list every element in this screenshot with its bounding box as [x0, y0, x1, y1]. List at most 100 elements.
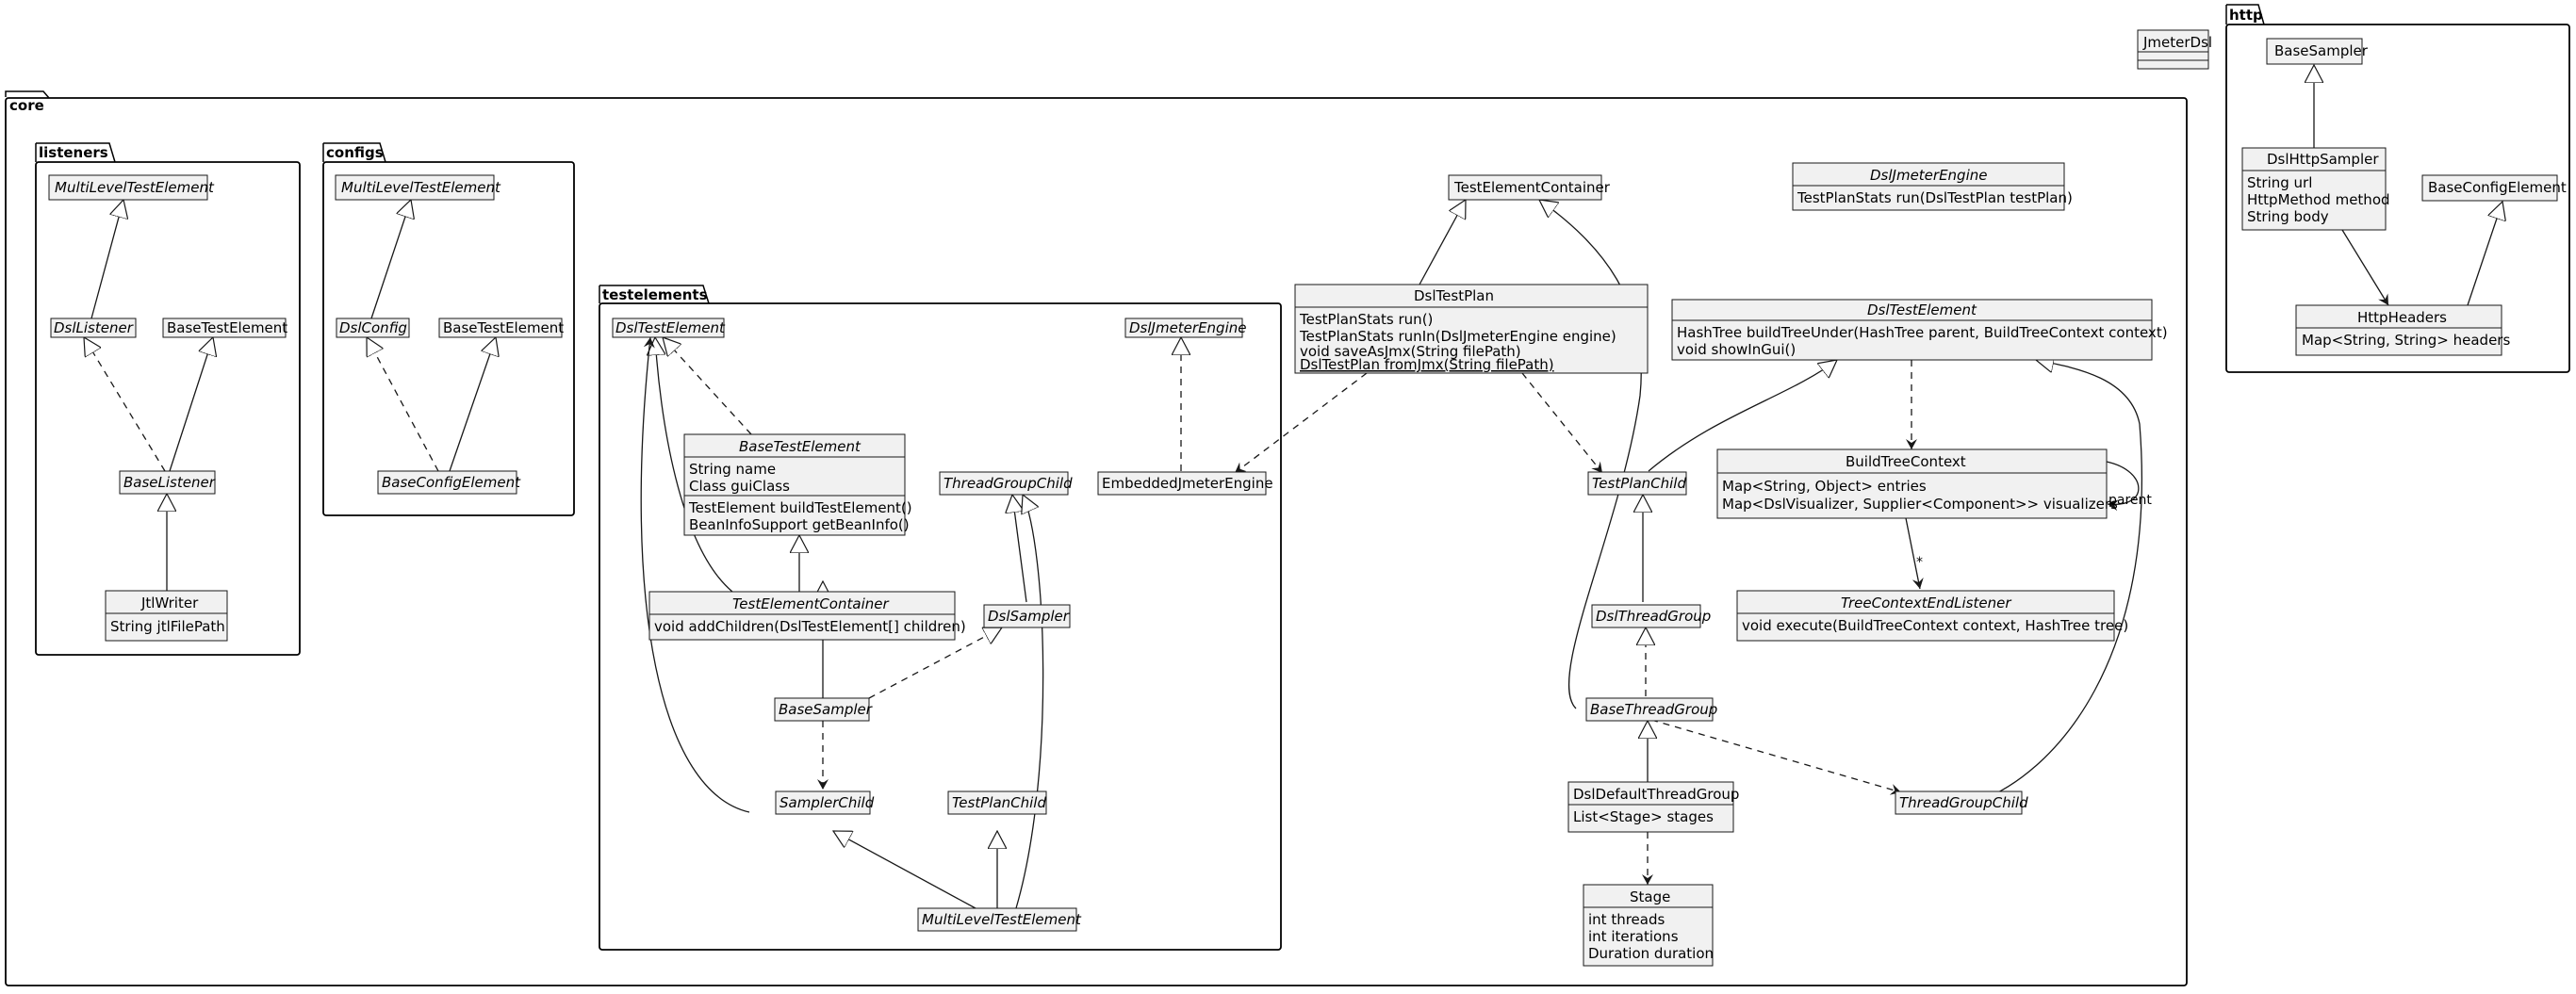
class-configs-multilevel[interactable]: MultiLevelTestElement [335, 174, 501, 201]
class-te-basesampler-name: BaseSampler [779, 701, 873, 718]
class-core-dsltestelement[interactable]: DslTestElement HashTree buildTreeUnder(H… [1671, 299, 2168, 361]
package-core: core [5, 90, 2188, 986]
package-testelements: testelements [599, 285, 1282, 951]
class-te-embeddedjmeterengine-name: EmbeddedJmeterEngine [1102, 475, 1273, 492]
edge-baselistener-dsllistener [84, 337, 166, 472]
class-core-testplanchild[interactable]: TestPlanChild [1587, 471, 1687, 496]
class-stage[interactable]: Stage int threads int iterations Duratio… [1583, 884, 1714, 967]
class-configs-baseconfigelement[interactable]: BaseConfigElement [377, 470, 521, 495]
class-core-testplanchild-name: TestPlanChild [1592, 475, 1686, 492]
class-dslconfig-name: DslConfig [339, 319, 407, 336]
class-http-basesampler[interactable]: BaseSampler [2266, 38, 2369, 65]
class-te-basetestelement-name: BaseTestElement [739, 438, 861, 455]
class-core-dsltestelement-member: HashTree buildTreeUnder(HashTree parent,… [1677, 324, 2168, 341]
class-te-dsljmeterengine[interactable]: DslJmeterEngine [1124, 318, 1246, 338]
class-dsltestplan-name: DslTestPlan [1414, 287, 1494, 304]
edge-dslconfig-multilevel [370, 200, 411, 319]
class-buildtreecontext-name: BuildTreeContext [1846, 453, 1966, 470]
class-dslhttpsampler-member: String url [2247, 174, 2312, 191]
edge-multilevel-samplerchild [833, 831, 976, 909]
edge-dsllistener-multilevel [90, 200, 123, 319]
edge-baseconfig-dslconfig [367, 337, 439, 472]
class-stage-member: Duration duration [1588, 945, 1714, 962]
class-dsltestplan-member: TestPlanStats runIn(DslJmeterEngine engi… [1299, 328, 1616, 345]
class-configs-basetestelement[interactable]: BaseTestElement [438, 318, 564, 338]
class-dsltestplan[interactable]: DslTestPlan TestPlanStats run() TestPlan… [1294, 284, 1649, 374]
class-listeners-multilevel-name: MultiLevelTestElement [55, 179, 215, 196]
edge-basetestelement-dsltestelement [663, 337, 752, 435]
class-te-dsltestelement[interactable]: DslTestElement [612, 318, 726, 338]
class-treecontextendlistener[interactable]: TreeContextEndListener void execute(Buil… [1736, 590, 2128, 642]
class-dslconfig[interactable]: DslConfig [336, 318, 410, 338]
class-baselistener-name: BaseListener [123, 474, 216, 491]
class-dsltestplan-member-static: DslTestPlan fromJmx(String filePath) [1300, 356, 1554, 373]
edge-testelementcontainer-dsltestelement [655, 337, 733, 593]
edge-buildtreecontext-treecontextendlistener [1905, 517, 1924, 590]
class-httpheaders[interactable]: HttpHeaders Map<String, String> headers [2295, 304, 2510, 356]
class-te-embeddedjmeterengine[interactable]: EmbeddedJmeterEngine [1097, 471, 1273, 496]
package-configs-label: configs [326, 144, 384, 161]
class-buildtreecontext-member: Map<String, Object> entries [1722, 478, 1927, 495]
class-te-basetestelement[interactable]: BaseTestElement String name Class guiCla… [683, 433, 912, 536]
class-te-testplanchild[interactable]: TestPlanChild [947, 790, 1047, 815]
edge-testplanchild-dsltestelement [1648, 360, 1837, 472]
class-core-testelementcontainer[interactable]: TestElementContainer [1448, 174, 1611, 201]
class-http-baseconfigelement[interactable]: BaseConfigElement [2421, 174, 2567, 202]
class-te-basesampler[interactable]: BaseSampler [774, 697, 873, 722]
class-jmeterdsl[interactable]: JmeterDsl [2137, 29, 2212, 70]
edge-dslhttpsampler-httpheaders [2341, 229, 2389, 306]
class-dsllistener[interactable]: DslListener [50, 318, 137, 338]
class-dslhttpsampler[interactable]: DslHttpSampler String url HttpMethod met… [2241, 147, 2390, 231]
class-jtlwriter-member: String jtlFilePath [110, 618, 225, 635]
class-httpheaders-name: HttpHeaders [2357, 309, 2447, 326]
package-http: http [2225, 4, 2570, 373]
class-jmeterdsl-name: JmeterDsl [2142, 34, 2212, 51]
class-treecontextendlistener-name: TreeContextEndListener [1841, 595, 2011, 611]
class-te-testelementcontainer[interactable]: TestElementContainer void addChildren(Ds… [648, 591, 966, 641]
class-listeners-multilevel[interactable]: MultiLevelTestElement [48, 174, 215, 201]
class-dslhttpsampler-member: HttpMethod method [2247, 191, 2390, 208]
class-baselistener[interactable]: BaseListener [119, 470, 216, 495]
class-te-multilevel[interactable]: MultiLevelTestElement [917, 907, 1082, 932]
class-buildtreecontext[interactable]: BuildTreeContext Map<String, Object> ent… [1716, 448, 2118, 519]
class-te-basetestelement-method: TestElement buildTestElement() [688, 499, 912, 516]
edge-dsltestplan-embeddedengine [1234, 372, 1368, 474]
class-dslhttpsampler-member: String body [2247, 208, 2329, 225]
class-core-threadgroupchild-name: ThreadGroupChild [1899, 794, 2028, 811]
edge-dslsampler-threadgroupchild [1012, 495, 1027, 603]
class-te-samplerchild[interactable]: SamplerChild [775, 790, 875, 815]
class-core-dsltestelement-member: void showInGui() [1677, 341, 1796, 358]
class-dsldefaultthreadgroup-name: DslDefaultThreadGroup [1573, 786, 1739, 803]
class-dsldefaultthreadgroup[interactable]: DslDefaultThreadGroup List<Stage> stages [1567, 781, 1739, 833]
class-jtlwriter-name: JtlWriter [140, 595, 199, 611]
class-dsltestplan-member: void saveAsJmx(String filePath) [1300, 343, 1521, 360]
class-te-dslsampler-name: DslSampler [988, 608, 1070, 625]
class-core-dsltestelement-name: DslTestElement [1867, 301, 1977, 318]
class-jtlwriter[interactable]: JtlWriter String jtlFilePath [105, 590, 228, 642]
package-http-label: http [2229, 7, 2263, 24]
class-configs-basetestelement-name: BaseTestElement [443, 319, 564, 336]
package-listeners: listeners [35, 142, 301, 656]
class-dslhttpsampler-name: DslHttpSampler [2267, 151, 2379, 168]
class-dslthreadgroup[interactable]: DslThreadGroup [1591, 604, 1711, 628]
package-core-label: core [9, 97, 44, 114]
edge-samplerchild-dsltestelement [640, 336, 750, 813]
class-te-testelementcontainer-member: void addChildren(DslTestElement[] childr… [654, 618, 966, 635]
edge-buildtreecontext-self-parent [2106, 461, 2140, 512]
class-basethreadgroup[interactable]: BaseThreadGroup [1585, 697, 1717, 722]
class-te-dslsampler[interactable]: DslSampler [983, 604, 1071, 628]
class-listeners-basetestelement[interactable]: BaseTestElement [162, 318, 287, 338]
class-dslthreadgroup-name: DslThreadGroup [1596, 608, 1711, 625]
class-te-dsltestelement-name: DslTestElement [615, 319, 726, 336]
class-te-threadgroupchild-name: ThreadGroupChild [943, 475, 1073, 492]
class-core-dsljmeterengine[interactable]: DslJmeterEngine TestPlanStats run(DslTes… [1792, 162, 2073, 211]
class-te-threadgroupchild[interactable]: ThreadGroupChild [939, 471, 1073, 496]
class-core-threadgroupchild[interactable]: ThreadGroupChild [1895, 790, 2028, 815]
edge-multilevel-threadgroupchild [1015, 495, 1044, 909]
class-basethreadgroup-name: BaseThreadGroup [1590, 701, 1717, 718]
class-dsllistener-name: DslListener [54, 319, 134, 336]
edge-httpheaders-baseconfigelement [2467, 202, 2502, 306]
class-buildtreecontext-member: Map<DslVisualizer, Supplier<Component>> … [1722, 496, 2118, 513]
class-configs-multilevel-name: MultiLevelTestElement [341, 179, 501, 196]
